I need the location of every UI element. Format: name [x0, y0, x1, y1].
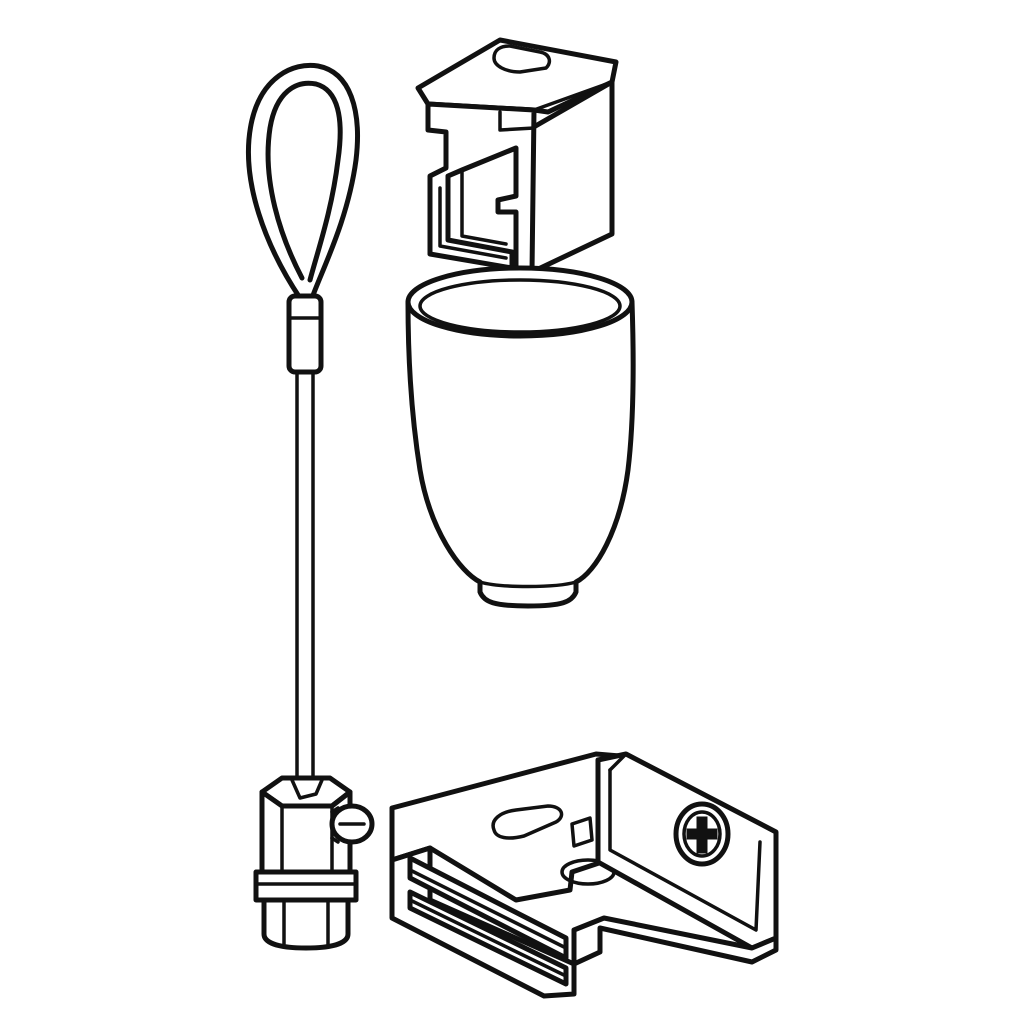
- bracket-top-slot: [491, 804, 564, 840]
- cup-rim-inner: [418, 278, 622, 334]
- gripper-collar: [253, 869, 359, 903]
- wire-loop-outer: [246, 62, 360, 301]
- clip-top-slot: [492, 44, 552, 74]
- track-bracket-icon: [389, 751, 779, 999]
- crimp-sleeve: [286, 293, 324, 375]
- cup-body: [405, 299, 636, 609]
- bracket-screw-icon: [673, 801, 731, 867]
- canopy-cup-icon: [405, 265, 636, 609]
- wire-loop-inner: [265, 80, 343, 283]
- gripper-hex-nut: [261, 897, 351, 951]
- track-clip-icon: [415, 37, 619, 275]
- clip-front-face: [425, 101, 537, 275]
- wire-suspension-icon: [246, 62, 375, 951]
- cup-rim-outer: [405, 265, 635, 339]
